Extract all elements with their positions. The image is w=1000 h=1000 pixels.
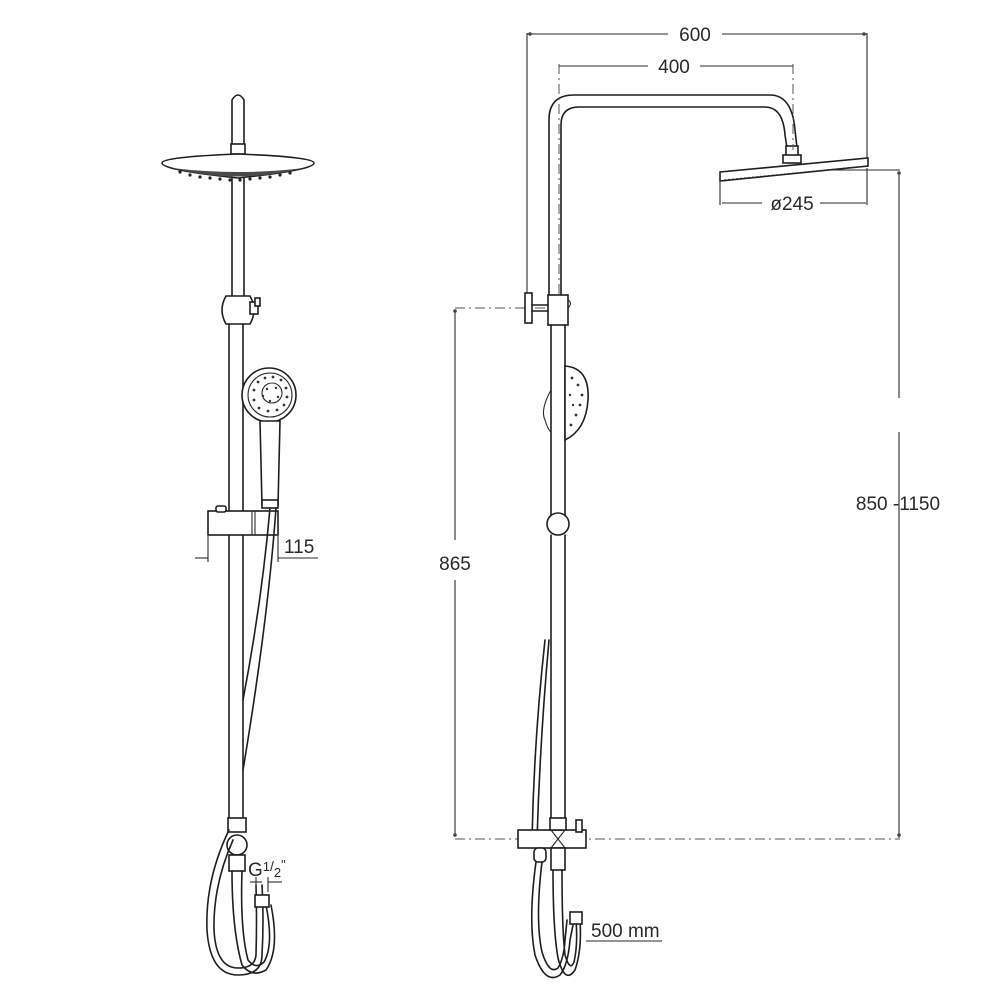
hose-length-dimension: 500 mm — [586, 921, 662, 942]
dimension-height-range-label: 850 -1150 — [856, 494, 940, 515]
height-range-dimension: 850 -1150 — [832, 169, 940, 838]
overall-projection-dimension: 600 — [526, 22, 868, 300]
shower-arm — [548, 94, 798, 311]
slider-ball-icon — [546, 512, 570, 536]
outlet-elbow-icon — [226, 817, 248, 872]
slide-rail — [228, 323, 244, 821]
height-fixed-dimension: 865 — [439, 307, 900, 840]
thread-dimension: G1/2" — [248, 857, 286, 892]
arm-projection-dimension: 400 — [558, 54, 794, 300]
slider-holder-icon — [207, 505, 279, 536]
dimension-600-label: 600 — [679, 25, 711, 46]
dimension-diameter-label: ø245 — [770, 194, 813, 215]
rain-shower-head-icon — [161, 153, 315, 182]
hand-shower-side-icon — [542, 365, 589, 442]
side-view: 600 400 ø245 850 -1150 — [439, 22, 940, 979]
thread-label: G1/2" — [248, 857, 286, 881]
dimension-hose-label: 500 mm — [591, 921, 660, 942]
head-diameter-dimension: ø245 — [719, 168, 868, 215]
rain-head-side-icon — [719, 157, 869, 182]
dimension-400-label: 400 — [658, 57, 690, 78]
mixer-valve-icon — [517, 817, 587, 871]
shower-arm-stub-icon — [231, 94, 245, 151]
dimension-115-label: 115 — [284, 537, 314, 558]
front-view: G1/2" 115 — [161, 94, 318, 976]
wall-bracket-icon — [524, 292, 572, 326]
diverter-knob-icon — [221, 295, 261, 325]
handshower-projection-dimension: 115 — [195, 536, 318, 562]
hand-shower-icon — [241, 367, 297, 509]
dimension-865-label: 865 — [439, 554, 471, 575]
